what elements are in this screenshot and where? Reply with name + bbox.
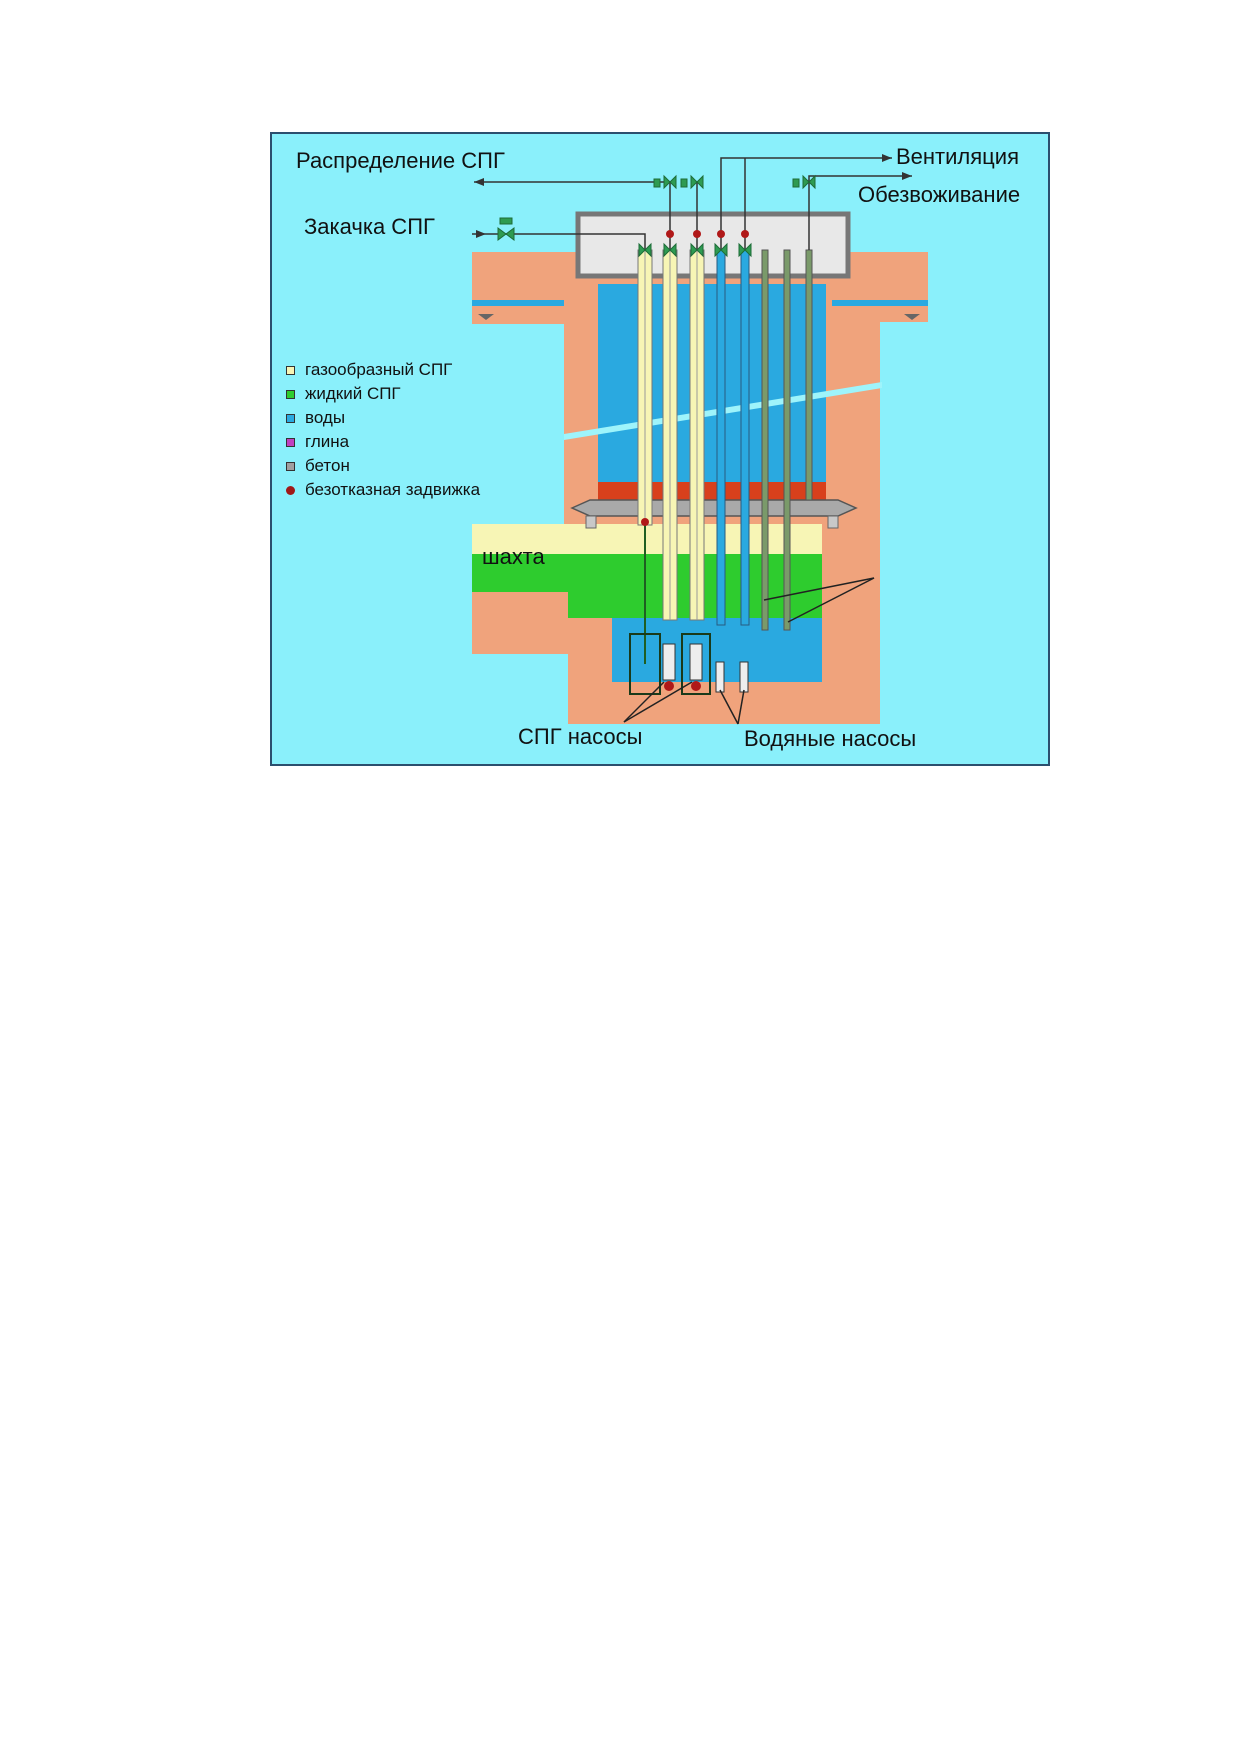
- legend-item-water: воды: [286, 408, 345, 428]
- water-pump-1: [715, 661, 725, 693]
- water-pipe-1: [716, 249, 726, 626]
- platform-foot-left: [585, 515, 597, 529]
- label-lng-distribution: Распределение СПГ: [296, 148, 505, 173]
- top-housing: [575, 211, 851, 279]
- valve-distribution-1: [663, 174, 677, 190]
- legend-swatch-gas-lng: [286, 365, 295, 375]
- legend-item-gas-lng: газообразный СПГ: [286, 360, 452, 380]
- cavern-water-upper: [598, 284, 826, 500]
- lng-pump-well-2: [681, 633, 711, 695]
- valve-pipe-5: [738, 242, 752, 258]
- lng-pump-2-valve: [691, 681, 701, 691]
- actuator-distribution-1: [653, 178, 661, 188]
- valve-distribution-2: [690, 174, 704, 190]
- lng-pump-2: [689, 643, 703, 681]
- monitor-pointer-b: [787, 577, 875, 623]
- label-ventilation: Вентиляция: [896, 144, 1019, 169]
- valve-injection: [497, 227, 515, 241]
- water-pump-2: [739, 661, 749, 693]
- lng-pumps-pointer-b: [623, 681, 693, 723]
- legend-label-liquid-lng: жидкий СПГ: [305, 384, 401, 403]
- lng-pump-well-1: [629, 633, 661, 695]
- actuator-dewatering: [792, 178, 800, 188]
- injection-arrow: [476, 230, 486, 238]
- diagram-drawing: [472, 154, 928, 725]
- valve-pipe-2: [663, 242, 677, 258]
- legend-item-failsafe-valve: безотказная задвижка: [286, 480, 480, 500]
- legend-label-water: воды: [305, 408, 346, 427]
- concrete-platform: [570, 499, 858, 517]
- label-lng-injection: Закачка СПГ: [304, 214, 435, 239]
- lng-pump-1-valve: [664, 681, 674, 691]
- surface-water-left: [472, 300, 564, 306]
- label-shaft: шахта: [482, 544, 545, 569]
- distribution-arrow: [474, 178, 484, 186]
- failsafe-valve-2: [693, 230, 701, 238]
- dewatering-arrow: [902, 172, 912, 180]
- failsafe-valve-3: [717, 230, 725, 238]
- ground-marker-left: [478, 314, 494, 320]
- water-pipe-2: [740, 249, 750, 626]
- legend-swatch-water: [286, 413, 295, 423]
- failsafe-valve-1: [666, 230, 674, 238]
- injection-line: [472, 233, 646, 250]
- legend-item-liquid-lng: жидкий СПГ: [286, 384, 401, 404]
- valve-pipe-3: [690, 242, 704, 258]
- valve-pipe-1: [638, 242, 652, 258]
- label-water-pumps: Водяные насосы: [744, 726, 917, 751]
- legend-item-clay: глина: [286, 432, 349, 452]
- monitor-pipe-2: [783, 249, 791, 631]
- legend-label-clay: глина: [305, 432, 350, 451]
- monitor-pipe-1: [761, 249, 769, 631]
- monitor-pointer-a: [763, 577, 875, 601]
- failsafe-valve-4: [741, 230, 749, 238]
- valve-dewatering: [802, 174, 816, 190]
- monitor-pipe-3: [805, 249, 813, 501]
- dewatering-line: [808, 175, 912, 250]
- surface-water-right: [832, 300, 928, 306]
- actuator-injection: [499, 217, 513, 225]
- label-dewatering: Обезвоживание: [858, 182, 1021, 207]
- label-lng-pumps: СПГ насосы: [518, 724, 643, 749]
- legend-item-concrete: бетон: [286, 456, 350, 476]
- ground-marker-right: [904, 314, 920, 320]
- water-pumps-pointer-a: [719, 689, 739, 725]
- ventilation-arrow: [882, 154, 892, 162]
- legend-dot-failsafe-valve: [286, 485, 295, 495]
- actuator-distribution-2: [680, 178, 688, 188]
- legend-label-gas-lng: газообразный СПГ: [305, 360, 453, 379]
- legend-swatch-clay: [286, 437, 295, 447]
- legend-swatch-liquid-lng: [286, 389, 295, 399]
- water-pumps-pointer-b: [737, 689, 745, 725]
- valve-pipe-4: [714, 242, 728, 258]
- legend-swatch-concrete: [286, 461, 295, 471]
- legend-label-concrete: бетон: [305, 456, 350, 475]
- platform-foot-right: [827, 515, 839, 529]
- lng-pump-1: [662, 643, 676, 681]
- lng-storage-diagram: Распределение СПГ Вентиляция Обезвоживан…: [270, 132, 1050, 766]
- legend-label-failsafe-valve: безотказная задвижка: [305, 480, 481, 499]
- failsafe-valve-5: [641, 518, 649, 526]
- lng-pumps-pointer-a: [623, 681, 665, 723]
- ventilation-line-1: [720, 157, 892, 250]
